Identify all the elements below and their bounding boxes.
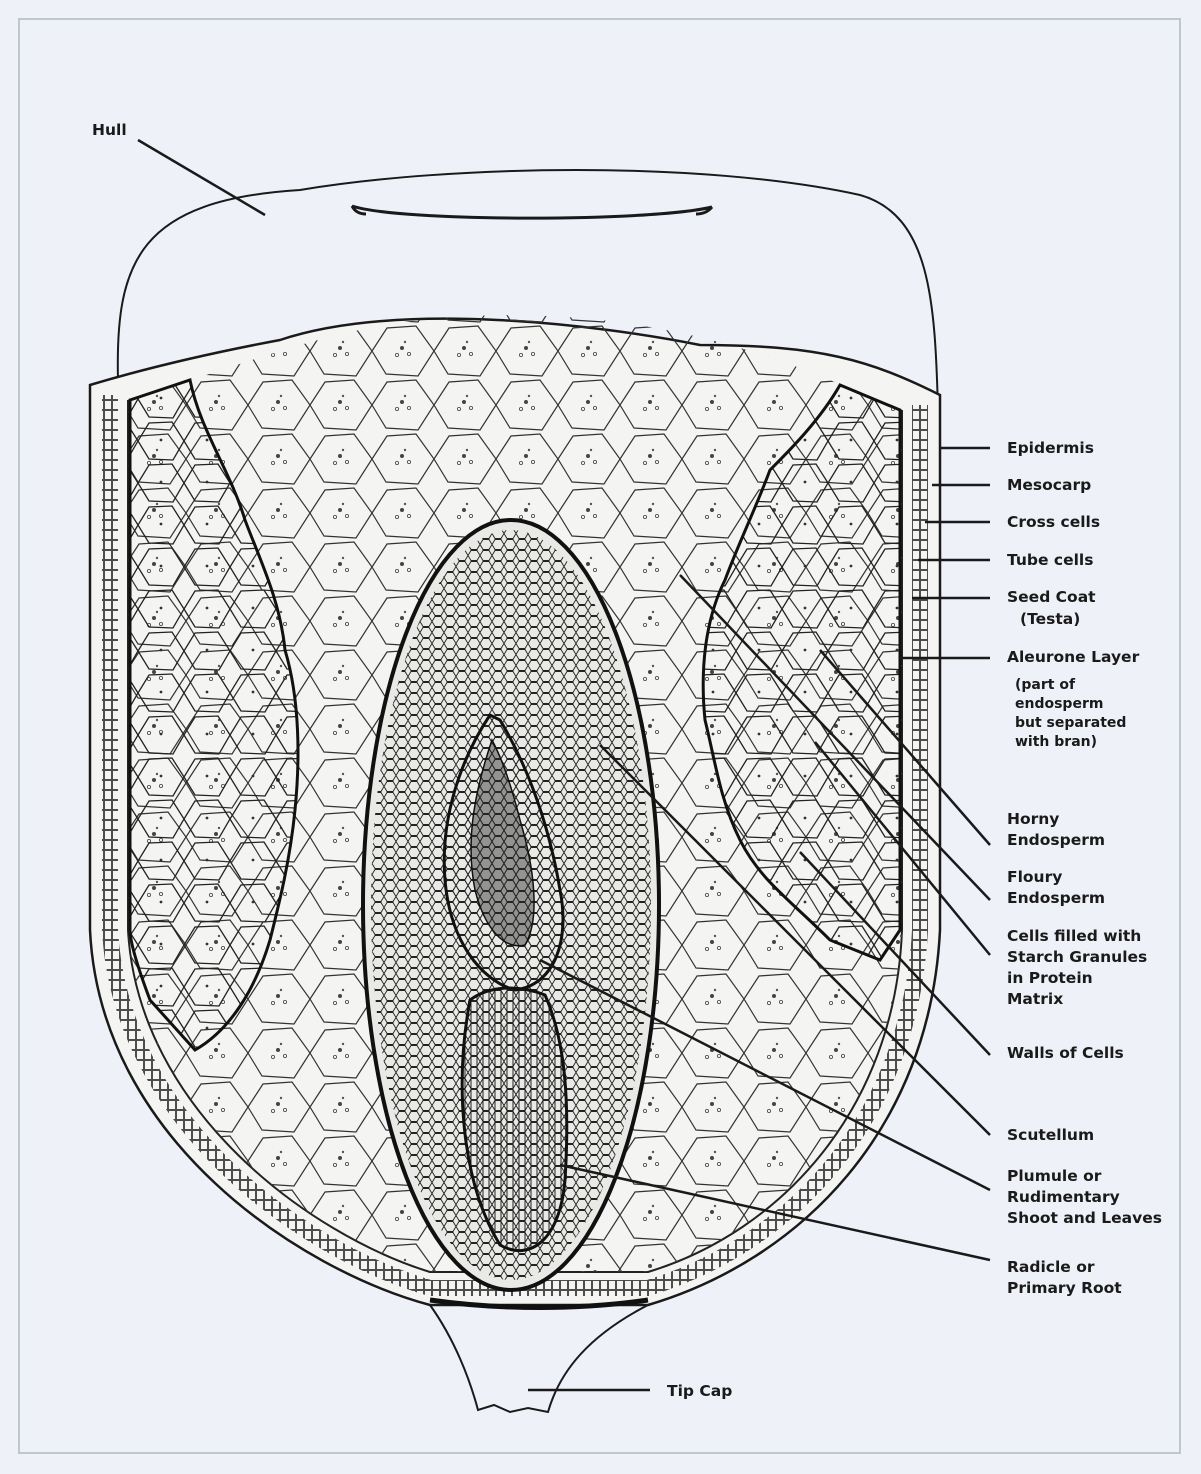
label-floury-line-1: Floury <box>1007 868 1062 886</box>
label-floury-endosperm: Floury Endosperm <box>1007 868 1105 907</box>
label-radicle-line-2: Primary Root <box>1007 1279 1122 1297</box>
label-aleurone-note-line-3: but separated <box>1015 715 1126 731</box>
tip-cap <box>430 1305 648 1412</box>
label-starch-line-2: Starch Granules <box>1007 948 1147 966</box>
label-aleurone-note: (part of endosperm but separated with br… <box>1015 677 1131 750</box>
label-floury-line-2: Endosperm <box>1007 889 1105 907</box>
label-horny-endosperm: Horny Endosperm <box>1007 810 1105 849</box>
label-aleurone-note-line-2: endosperm <box>1015 696 1103 712</box>
label-aleurone-note-line-1: (part of <box>1015 677 1076 693</box>
label-tip-cap: Tip Cap <box>667 1382 732 1400</box>
label-plumule: Plumule or Rudimentary Shoot and Leaves <box>1007 1167 1162 1227</box>
label-mesocarp: Mesocarp <box>1007 476 1091 494</box>
label-aleurone-note-line-4: with bran) <box>1015 734 1097 750</box>
label-seed-coat-line-1: Seed Coat <box>1007 588 1096 606</box>
leader-hull <box>138 140 265 215</box>
label-starch-line-1: Cells filled with <box>1007 927 1141 945</box>
label-radicle: Radicle or Primary Root <box>1007 1258 1122 1297</box>
label-plumule-line-2: Rudimentary <box>1007 1188 1120 1206</box>
label-tube-cells: Tube cells <box>1007 551 1093 569</box>
label-cell-walls: Walls of Cells <box>1007 1044 1124 1062</box>
label-plumule-line-1: Plumule or <box>1007 1167 1102 1185</box>
label-seed-coat: Seed Coat (Testa) <box>1007 588 1101 628</box>
label-cross-cells: Cross cells <box>1007 513 1100 531</box>
label-horny-line-1: Horny <box>1007 810 1059 828</box>
label-plumule-line-3: Shoot and Leaves <box>1007 1209 1162 1227</box>
label-horny-line-2: Endosperm <box>1007 831 1105 849</box>
label-epidermis: Epidermis <box>1007 439 1094 457</box>
label-seed-coat-line-2: (Testa) <box>1020 610 1080 628</box>
label-scutellum: Scutellum <box>1007 1126 1094 1144</box>
label-starch-line-3: in Protein <box>1007 969 1093 987</box>
label-starch-line-4: Matrix <box>1007 990 1063 1008</box>
label-hull: Hull <box>92 121 127 139</box>
hull-slit <box>352 206 712 218</box>
label-radicle-line-1: Radicle or <box>1007 1258 1095 1276</box>
label-starch-cells: Cells filled with Starch Granules in Pro… <box>1007 927 1153 1008</box>
label-aleurone-layer: Aleurone Layer <box>1007 648 1140 666</box>
